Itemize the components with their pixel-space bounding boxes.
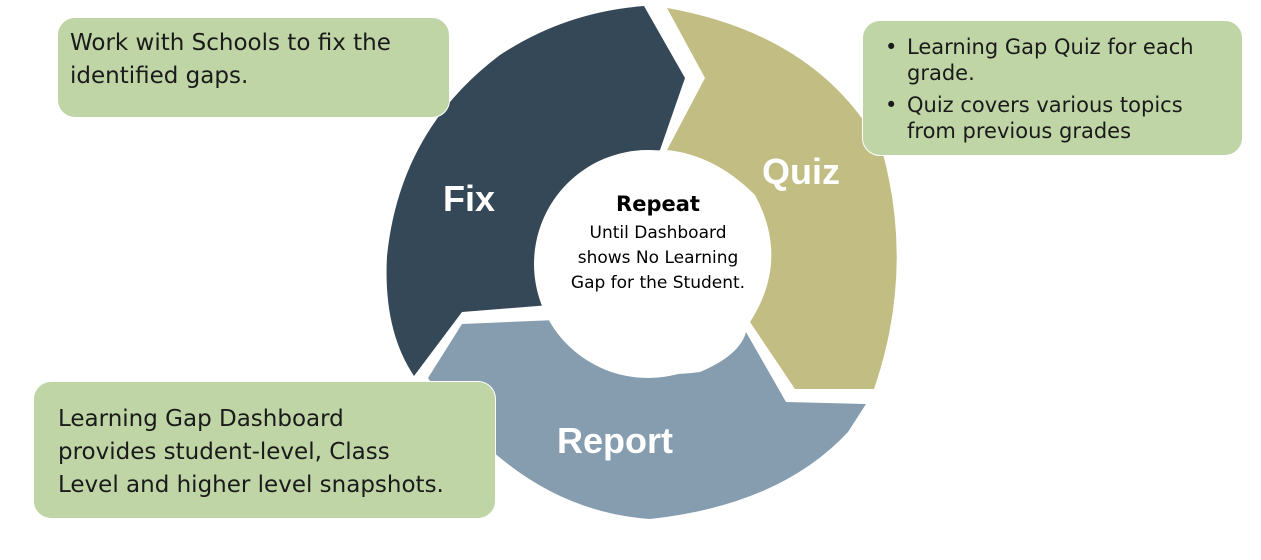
segment-label-report: Report bbox=[557, 420, 673, 461]
center-line: Until Dashboard bbox=[589, 223, 727, 243]
note-report-line: Level and higher level snapshots. bbox=[58, 472, 444, 498]
note-report-line: Learning Gap Dashboard bbox=[58, 406, 344, 432]
segment-report-arrow bbox=[428, 320, 866, 519]
note-report-line: provides student-level, Class bbox=[58, 439, 390, 465]
note-quiz-line: Quiz covers various topics bbox=[907, 93, 1183, 117]
note-quiz-line: from previous grades bbox=[907, 119, 1132, 143]
center-hub bbox=[534, 150, 762, 378]
center-text: Repeat Until Dashboard shows No Learning… bbox=[545, 192, 771, 296]
segment-quiz-arrow bbox=[667, 8, 897, 389]
note-quiz-line: Learning Gap Quiz for each bbox=[907, 35, 1194, 59]
segment-label-fix: Fix bbox=[443, 178, 495, 219]
segment-label-quiz: Quiz bbox=[762, 151, 840, 192]
note-fix-line: Work with Schools to fix the bbox=[70, 30, 391, 56]
note-quiz-bullet: Learning Gap Quiz for each grade. bbox=[883, 34, 1226, 86]
note-fix-line: identified gaps. bbox=[70, 63, 249, 89]
center-line: shows No Learning bbox=[577, 248, 739, 268]
note-report: Learning Gap Dashboard provides student-… bbox=[33, 381, 496, 519]
segment-fix-arrow bbox=[386, 6, 685, 376]
note-quiz-bullet: Quiz covers various topics from previous… bbox=[883, 92, 1226, 144]
note-quiz-line: grade. bbox=[907, 61, 975, 85]
note-quiz: Learning Gap Quiz for each grade. Quiz c… bbox=[862, 20, 1243, 156]
center-description: Until Dashboard shows No Learning Gap fo… bbox=[545, 221, 771, 296]
center-line: Gap for the Student. bbox=[570, 273, 746, 293]
note-quiz-list: Learning Gap Quiz for each grade. Quiz c… bbox=[883, 34, 1226, 144]
note-fix: Work with Schools to fix the identified … bbox=[57, 17, 450, 118]
center-title: Repeat bbox=[616, 192, 700, 216]
